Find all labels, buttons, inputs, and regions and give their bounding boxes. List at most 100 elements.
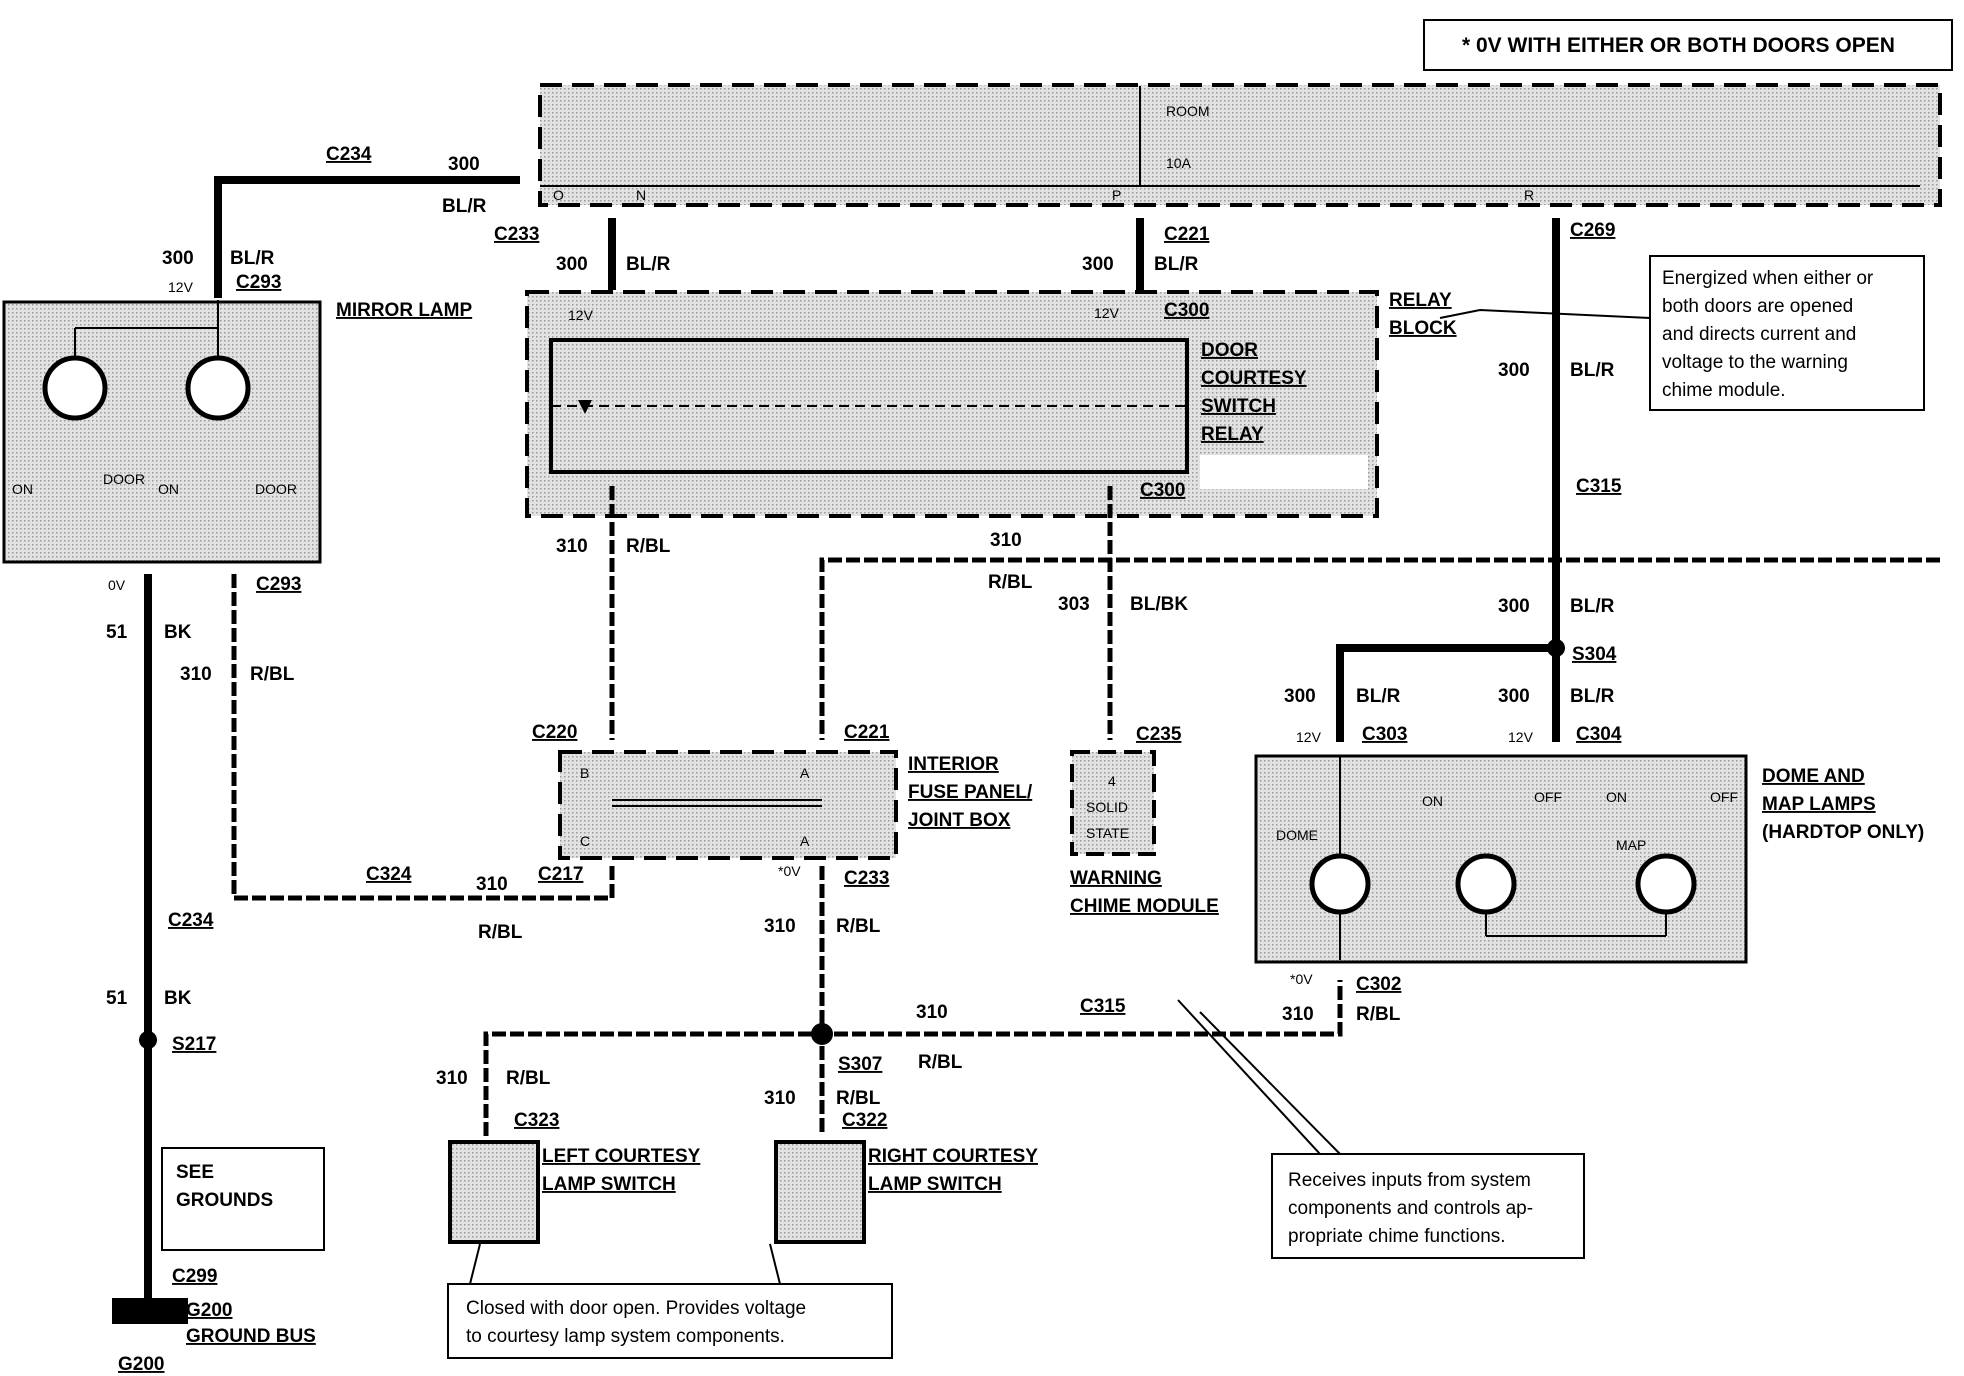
svg-text:MAP: MAP	[1616, 837, 1646, 853]
svg-text:C315: C315	[1080, 996, 1126, 1017]
svg-text:S304: S304	[1572, 644, 1617, 665]
ground-bus-label: GROUND BUS	[186, 1326, 316, 1347]
svg-text:Closed with door open. Provid: Closed with door open. Provides voltage	[466, 1298, 806, 1319]
fuse-rating: 10A	[1166, 155, 1192, 171]
svg-text:R/BL: R/BL	[918, 1052, 963, 1073]
dome-label-2: MAP LAMPS	[1762, 794, 1876, 815]
svg-text:C323: C323	[514, 1110, 559, 1131]
svg-text:S217: S217	[172, 1034, 216, 1055]
right-courtesy-switch	[774, 1140, 866, 1244]
chime-label-1: WARNING	[1070, 868, 1162, 889]
header-note: * 0V WITH EITHER OR BOTH DOORS OPEN	[1423, 19, 1953, 71]
warning-chime-module: 4 SOLID STATE	[1070, 750, 1156, 856]
svg-text:BK: BK	[164, 622, 192, 643]
svg-text:A: A	[800, 833, 810, 849]
svg-text:BL/R: BL/R	[1570, 686, 1615, 707]
svg-text:ON: ON	[1422, 793, 1443, 809]
svg-text:propriate chime functions.: propriate chime functions.	[1288, 1226, 1506, 1247]
door-relay-label-3: SWITCH	[1201, 396, 1276, 417]
svg-text:A: A	[800, 765, 810, 781]
svg-text:300: 300	[1284, 686, 1316, 707]
svg-text:N: N	[636, 187, 646, 203]
left-courtesy-switch	[448, 1140, 540, 1244]
svg-text:12V: 12V	[1508, 729, 1534, 745]
left-switch-label-2: LAMP SWITCH	[542, 1174, 676, 1195]
door-relay-label-1: DOOR	[1201, 340, 1258, 361]
svg-text:ON: ON	[12, 481, 33, 497]
svg-text:C299: C299	[172, 1266, 217, 1287]
relay-block	[525, 290, 1379, 518]
svg-text:both doors are opened: both doors are opened	[1662, 296, 1853, 317]
svg-text:51: 51	[106, 622, 128, 643]
svg-text:voltage to the warning: voltage to the warning	[1662, 352, 1848, 373]
svg-text:R/BL: R/BL	[506, 1068, 551, 1089]
svg-text:R/BL: R/BL	[836, 1088, 881, 1109]
svg-text:R/BL: R/BL	[836, 916, 881, 937]
svg-text:C293: C293	[236, 272, 281, 293]
mirror-lamp-box: ON DOOR ON DOOR	[2, 300, 322, 564]
svg-text:R: R	[1524, 187, 1534, 203]
svg-text:* 0V WITH EITHER OR BOTH DOORS: * 0V WITH EITHER OR BOTH DOORS OPEN	[1462, 34, 1895, 57]
svg-text:C217: C217	[538, 864, 583, 885]
svg-text:*0V: *0V	[1290, 971, 1313, 987]
svg-text:300: 300	[556, 254, 588, 275]
splice-s217	[139, 1031, 157, 1049]
svg-text:O: O	[553, 187, 564, 203]
relay-block-label-1: RELAY	[1389, 290, 1452, 311]
svg-text:BK: BK	[164, 988, 192, 1009]
ground-bus-block	[112, 1298, 188, 1324]
chime-label-2: CHIME MODULE	[1070, 896, 1219, 917]
svg-text:12V: 12V	[568, 307, 594, 323]
svg-text:DOOR: DOOR	[103, 471, 145, 487]
relay-block-label-2: BLOCK	[1389, 318, 1457, 339]
note-receives: Receives inputs from system components a…	[1271, 1153, 1585, 1259]
door-relay-label-4: RELAY	[1201, 424, 1264, 445]
svg-text:BL/R: BL/R	[442, 196, 487, 217]
fuse-junction-box: ROOM 10A O N P R	[538, 83, 1942, 207]
svg-text:C235: C235	[1136, 724, 1182, 745]
svg-text:303: 303	[1058, 594, 1090, 615]
dome-label-1: DOME AND	[1762, 766, 1865, 787]
svg-text:components and controls ap-: components and controls ap-	[1288, 1198, 1533, 1219]
svg-text:C324: C324	[366, 864, 412, 885]
svg-text:C234: C234	[326, 144, 372, 165]
svg-text:BL/R: BL/R	[1570, 360, 1615, 381]
svg-text:300: 300	[1082, 254, 1114, 275]
svg-text:BL/R: BL/R	[626, 254, 671, 275]
fuse-panel-label-1: INTERIOR	[908, 754, 999, 775]
svg-text:R/BL: R/BL	[988, 572, 1033, 593]
svg-text:Receives inputs from system: Receives inputs from system	[1288, 1170, 1531, 1191]
svg-text:BL/R: BL/R	[1356, 686, 1401, 707]
door-relay-label-2: COURTESY	[1201, 368, 1307, 389]
svg-text:BL/R: BL/R	[1570, 596, 1615, 617]
svg-text:R/BL: R/BL	[1356, 1004, 1401, 1025]
svg-text:to courtesy lamp system compon: to courtesy lamp system components.	[466, 1326, 785, 1347]
note-closed: Closed with door open. Provides voltage …	[447, 1283, 893, 1359]
svg-text:310: 310	[180, 664, 212, 685]
svg-text:S307: S307	[838, 1054, 882, 1075]
svg-text:BL/R: BL/R	[230, 248, 275, 269]
svg-text:300: 300	[1498, 360, 1530, 381]
svg-text:C303: C303	[1362, 724, 1407, 745]
svg-text:B: B	[580, 765, 589, 781]
svg-text:C269: C269	[1570, 220, 1615, 241]
splice-s304	[1547, 639, 1565, 657]
dome-map-lamps: DOME MAP ON OFF ON OFF	[1254, 754, 1748, 964]
svg-text:G200: G200	[118, 1354, 164, 1375]
svg-text:C221: C221	[1164, 224, 1210, 245]
svg-text:300: 300	[1498, 686, 1530, 707]
svg-text:4: 4	[1108, 773, 1116, 789]
svg-text:C293: C293	[256, 574, 301, 595]
svg-text:R/BL: R/BL	[478, 922, 523, 943]
svg-text:C300: C300	[1140, 480, 1185, 501]
svg-text:ON: ON	[158, 481, 179, 497]
svg-text:DOOR: DOOR	[255, 481, 297, 497]
svg-text:OFF: OFF	[1534, 789, 1562, 805]
svg-text:Energized when either or: Energized when either or	[1662, 268, 1874, 289]
svg-text:0V: 0V	[108, 577, 126, 593]
fuse-panel-label-3: JOINT BOX	[908, 810, 1011, 831]
svg-text:310: 310	[916, 1002, 948, 1023]
svg-text:BL/R: BL/R	[1154, 254, 1199, 275]
svg-text:310: 310	[476, 874, 508, 895]
